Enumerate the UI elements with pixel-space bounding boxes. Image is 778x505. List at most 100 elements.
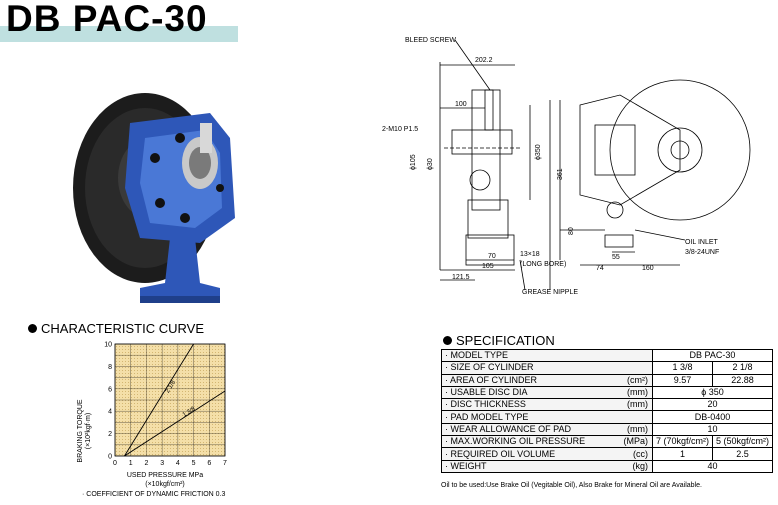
- y-tick-label: 4: [108, 409, 112, 416]
- title-block: DB PAC-30: [0, 0, 240, 42]
- spec-unit: [620, 348, 653, 363]
- spec-label: · MODEL TYPE: [441, 348, 621, 363]
- spec-value: 1 3/8: [651, 361, 713, 375]
- dim-202: 202.2: [475, 57, 493, 64]
- spec-unit: (kg): [620, 459, 653, 473]
- table-row: · WEIGHT(kg)40: [441, 459, 774, 473]
- spec-value: 40: [651, 459, 774, 473]
- label-bore: 13×18: [520, 251, 540, 258]
- x-axis-label-1: USED PRESSURE MPa: [127, 472, 203, 479]
- dim-74: 74: [596, 265, 604, 272]
- table-row: · USABLE DISC DIA(mm)ϕ 350: [441, 385, 774, 400]
- spec-unit: (mm): [620, 422, 653, 437]
- spec-label: · USABLE DISC DIA: [441, 385, 621, 400]
- spec-value: 20: [651, 398, 774, 412]
- label-unf: 3/8-24UNF: [685, 249, 719, 256]
- title-underline-bar: [0, 26, 238, 42]
- specification-title: SPECIFICATION: [456, 333, 555, 348]
- y-tick-label: 0: [108, 454, 112, 461]
- spec-value: 2.5: [711, 447, 774, 461]
- x-tick-label: 2: [144, 460, 148, 467]
- spec-label: · WEAR ALLOWANCE OF PAD: [441, 422, 621, 437]
- spec-unit: (cm²): [620, 373, 653, 387]
- x-tick-label: 0: [113, 460, 117, 467]
- spec-unit: [620, 361, 653, 375]
- y-tick-label: 8: [108, 364, 112, 371]
- spec-value: 22.88: [711, 373, 774, 387]
- label-long-bore: (LONG BORE): [520, 261, 566, 268]
- dim-105b: 105: [482, 263, 494, 270]
- spec-label: · REQUIRED OIL VOLUME: [441, 447, 621, 461]
- dim-350: ϕ350: [535, 144, 542, 160]
- spec-unit: (mm): [620, 398, 653, 412]
- dim-55: 55: [612, 254, 620, 261]
- dim-361: 361: [557, 168, 564, 180]
- page-title: DB PAC-30: [6, 0, 208, 39]
- spec-label: · MAX.WORKING OIL PRESSURE: [441, 435, 621, 449]
- specification-table: · MODEL TYPE DB PAC-30 · SIZE OF CYLINDER 1…: [441, 348, 774, 473]
- characteristic-title: CHARACTERISTIC CURVE: [41, 321, 205, 336]
- spec-unit: [620, 410, 653, 424]
- label-m10: 2-M10 P1.5: [382, 126, 418, 133]
- y-axis-label-2: (×10²kgf·m): [85, 413, 92, 449]
- table-row: · PAD MODEL TYPE DB-0400: [441, 410, 774, 424]
- characteristic-heading: CHARACTERISTIC CURVE: [28, 321, 204, 336]
- label-bleed-screw: BLEED SCREW: [405, 37, 456, 44]
- friction-note: · COEFFICIENT OF DYNAMIC FRICTION 0.3: [82, 491, 226, 498]
- spec-unit: (mm): [620, 385, 653, 400]
- dim-160: 160: [642, 265, 654, 272]
- spec-unit: (MPa): [620, 435, 653, 449]
- x-axis-label-2: (×10kgf/cm²): [145, 481, 184, 488]
- series-line-0: [124, 343, 194, 457]
- oil-note: Oil to be used:Use Brake Oil (Vegitable …: [441, 482, 702, 489]
- label-oil-inlet: OIL INLET: [685, 239, 719, 246]
- spec-value: ϕ 350: [651, 385, 774, 400]
- spec-label: · PAD MODEL TYPE: [441, 410, 621, 424]
- specification-heading: SPECIFICATION: [443, 333, 555, 348]
- table-row: · DISC THICKNESS(mm)20: [441, 398, 774, 412]
- x-tick-label: 5: [192, 460, 196, 467]
- spec-value: DB-0400: [651, 410, 774, 424]
- spec-value: 10: [651, 422, 774, 437]
- series-line-1: [124, 390, 226, 457]
- spec-value: 2 1/8: [711, 361, 774, 375]
- dim-30: ϕ30: [427, 158, 434, 170]
- technical-drawing: BLEED SCREW 202.2 100 2-M10 P1.5 ϕ105 ϕ3…: [382, 37, 751, 296]
- x-tick-label: 3: [160, 460, 164, 467]
- table-row: · MAX.WORKING OIL PRESSURE(MPa)7 (70kgf/…: [441, 435, 774, 449]
- spec-value: DB PAC-30: [651, 348, 774, 363]
- x-tick-label: 4: [176, 460, 180, 467]
- x-tick-label: 1: [129, 460, 133, 467]
- spec-label: · SIZE OF CYLINDER: [441, 361, 621, 375]
- bullet-icon: [443, 336, 452, 345]
- dim-100: 100: [455, 101, 467, 108]
- spec-label: · DISC THICKNESS: [441, 398, 621, 412]
- spec-value: 9.57: [651, 373, 713, 387]
- y-tick-label: 6: [108, 386, 112, 393]
- x-tick-label: 6: [207, 460, 211, 467]
- y-axis-label-1: BRAKING TORQUE: [77, 399, 84, 462]
- spec-unit: (cc): [620, 447, 653, 461]
- dim-70: 70: [488, 253, 496, 260]
- x-tick-label: 7: [223, 460, 227, 467]
- spec-label: · AREA OF CYLINDER: [441, 373, 621, 387]
- spec-value: 1: [651, 447, 713, 461]
- y-tick-label: 2: [108, 431, 112, 438]
- y-tick-label: 10: [104, 342, 112, 349]
- dim-80: 80: [568, 227, 575, 235]
- table-row: · MODEL TYPE DB PAC-30: [441, 348, 774, 363]
- product-photo: [73, 93, 235, 303]
- table-row: · WEAR ALLOWANCE OF PAD(mm)10: [441, 422, 774, 437]
- dim-105: ϕ105: [410, 154, 417, 170]
- spec-value: 5 (50kgf/cm²): [711, 435, 774, 449]
- spec-value: 7 (70kgf/cm²): [651, 435, 713, 449]
- label-grease-nipple: GREASE NIPPLE: [522, 289, 578, 296]
- dim-121: 121.5: [452, 274, 470, 281]
- spec-label: · WEIGHT: [441, 459, 621, 473]
- mounting-stand: [140, 238, 220, 303]
- bullet-icon: [28, 324, 37, 333]
